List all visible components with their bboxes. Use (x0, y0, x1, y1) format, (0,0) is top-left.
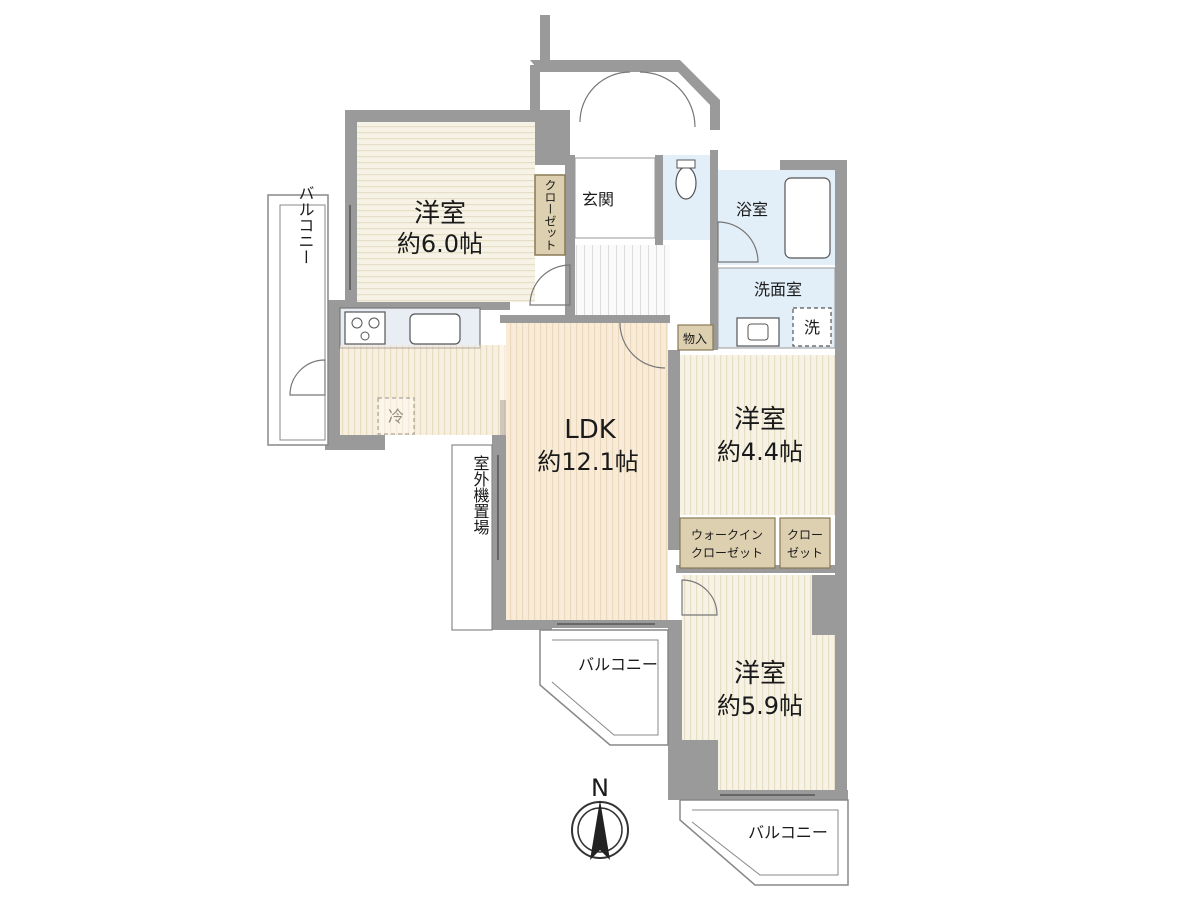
bath-label: 浴室 (736, 200, 768, 219)
entrance-floor (574, 157, 656, 239)
ldk-name: LDK (564, 415, 617, 445)
washroom-label: 洗面室 (754, 280, 802, 299)
closet-1 (534, 174, 566, 256)
balcony-south-center (539, 629, 669, 746)
closet-2-label-2: ゼット (787, 546, 823, 560)
ldk-size: 約12.1帖 (537, 448, 638, 476)
balcony-south-right-label: バルコニー (748, 823, 828, 842)
washer-label: 洗 (804, 318, 820, 337)
outdoor-unit-area (451, 444, 493, 631)
balcony-south-right (679, 799, 849, 886)
closet-1-label: クローゼット (543, 179, 557, 251)
entrance-label: 玄関 (582, 190, 614, 209)
outdoor-unit-label: 室外機置場 (471, 455, 490, 536)
walkin-closet (679, 517, 776, 569)
western-room-1-size: 約6.0帖 (397, 230, 483, 258)
western-room-2-floor (680, 355, 835, 515)
storage (677, 324, 714, 351)
walkin-closet-label-1: ウォークイン (691, 528, 763, 542)
entrance-door-swing-2 (639, 71, 696, 128)
storage-label: 物入 (683, 332, 707, 346)
western-room-1-door-swing (529, 264, 571, 306)
compass-north-label: N (591, 774, 609, 802)
washer-space (792, 307, 832, 347)
windows (349, 205, 815, 796)
walkin-closet-label-2: クローゼット (691, 546, 763, 560)
closet-2 (779, 517, 831, 569)
ldk-door-swing (619, 322, 666, 369)
bathtub-icon (784, 177, 831, 259)
ldk-floor (506, 323, 668, 620)
western-room-3-size: 約5.9帖 (717, 692, 803, 720)
kitchen-door-swing (289, 359, 326, 396)
western-room-3-door-swing (681, 579, 718, 616)
compass-needle-icon (590, 800, 610, 860)
toilet-icon (675, 166, 697, 200)
wash-basin-icon (736, 317, 780, 347)
sink-icon (409, 313, 461, 345)
western-room-1-name: 洋室 (414, 199, 466, 229)
hall-floor (575, 245, 670, 315)
western-room-3-floor (682, 575, 835, 790)
western-room-2-size: 約4.4帖 (717, 438, 803, 466)
balcony-west (267, 194, 329, 446)
closet-2-label-1: クロー (787, 528, 823, 542)
balcony-west-label: バルコニー (296, 185, 315, 265)
entrance-door-swing (579, 71, 631, 123)
western-room-2-name: 洋室 (734, 405, 786, 435)
western-room-3-name: 洋室 (734, 659, 786, 689)
bath-door-swing (717, 221, 759, 263)
stove-icon (344, 311, 386, 345)
western-room-1-floor (357, 122, 535, 302)
balcony-south-center-label: バルコニー (578, 655, 658, 674)
north-compass: N (571, 774, 629, 860)
